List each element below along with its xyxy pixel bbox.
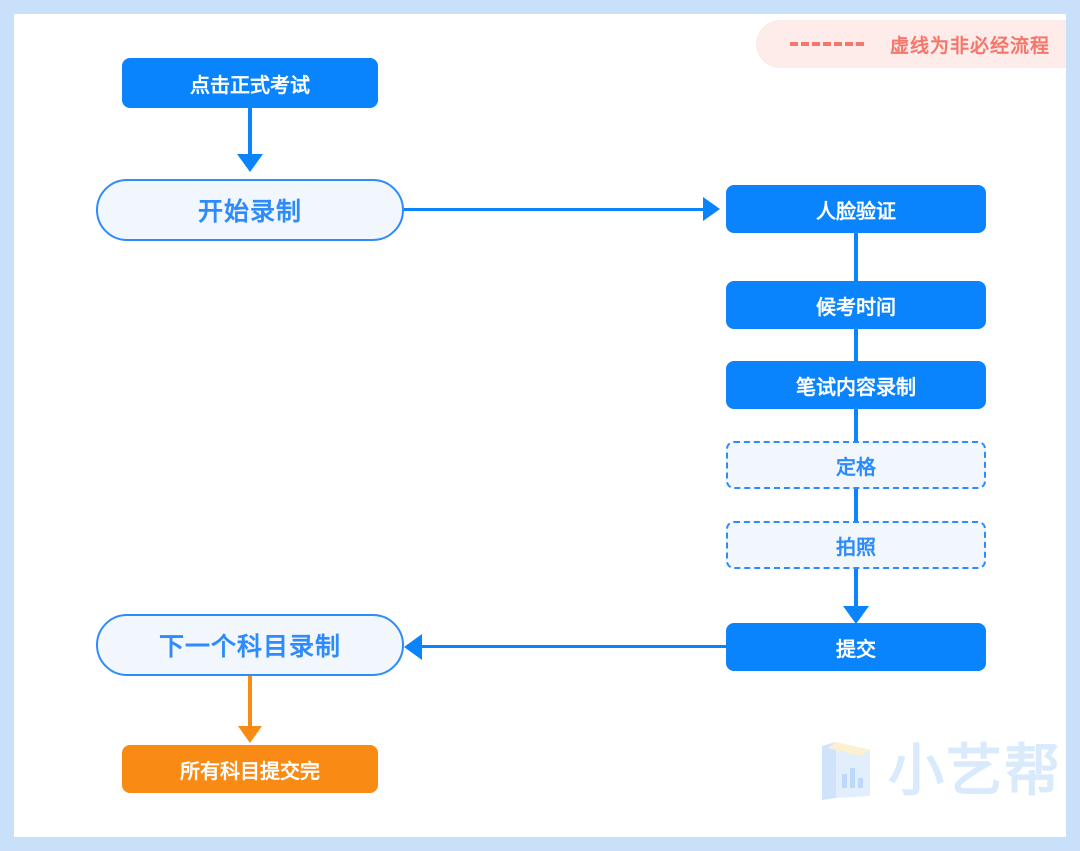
arrowhead-recording-to-face-verify xyxy=(703,197,720,221)
node-next-subject-label: 下一个科目录制 xyxy=(158,633,341,661)
node-waiting-time-label: 候考时间 xyxy=(816,296,896,319)
node-freeze-frame[interactable]: 定格 xyxy=(726,441,986,489)
connector-next-subject-to-all-submitted xyxy=(248,676,252,728)
legend-label: 虚线为非必经流程 xyxy=(890,35,1051,57)
connector-recording-to-face-verify xyxy=(404,208,704,211)
node-submit[interactable]: 提交 xyxy=(726,623,986,671)
node-next-subject[interactable]: 下一个科目录制 xyxy=(96,614,404,676)
flowchart-canvas: 虚线为非必经流程 点击正式考试 开始录制 人脸验证 候考时间 笔试内 xyxy=(14,14,1066,837)
arrowhead-next-subject-to-all-submitted xyxy=(238,726,262,743)
connector-photo-to-submit xyxy=(854,569,858,609)
connector-waiting-to-written xyxy=(854,329,858,361)
xiaoyibang-logo-icon xyxy=(820,740,874,802)
node-face-verify-label: 人脸验证 xyxy=(816,200,896,223)
node-start-exam-label: 点击正式考试 xyxy=(190,74,310,97)
connector-written-to-freeze xyxy=(854,409,858,441)
node-take-photo[interactable]: 拍照 xyxy=(726,521,986,569)
connector-face-verify-to-waiting xyxy=(854,233,858,285)
node-freeze-frame-label: 定格 xyxy=(836,456,876,479)
arrowhead-start-exam-to-recording xyxy=(237,154,263,172)
watermark: 小艺帮 xyxy=(820,740,1062,802)
node-written-recording-label: 笔试内容录制 xyxy=(796,376,916,399)
node-start-recording[interactable]: 开始录制 xyxy=(96,179,404,241)
node-all-submitted[interactable]: 所有科目提交完 xyxy=(122,745,378,793)
node-start-exam[interactable]: 点击正式考试 xyxy=(122,58,378,108)
arrowhead-submit-to-next-subject xyxy=(404,634,422,660)
connector-submit-to-next-subject xyxy=(422,645,726,648)
node-waiting-time[interactable]: 候考时间 xyxy=(726,281,986,329)
watermark-text: 小艺帮 xyxy=(888,739,1062,802)
connector-freeze-to-photo xyxy=(854,489,858,521)
node-submit-label: 提交 xyxy=(836,638,876,661)
node-face-verify[interactable]: 人脸验证 xyxy=(726,185,986,233)
arrowhead-photo-to-submit xyxy=(843,606,869,624)
node-start-recording-label: 开始录制 xyxy=(197,198,302,226)
dashed-line-sample-icon xyxy=(790,42,864,46)
connector-start-exam-to-recording xyxy=(248,108,252,156)
node-all-submitted-label: 所有科目提交完 xyxy=(180,760,320,783)
dashed-line-legend: 虚线为非必经流程 xyxy=(756,20,1066,68)
node-take-photo-label: 拍照 xyxy=(836,536,876,559)
node-written-recording[interactable]: 笔试内容录制 xyxy=(726,361,986,409)
